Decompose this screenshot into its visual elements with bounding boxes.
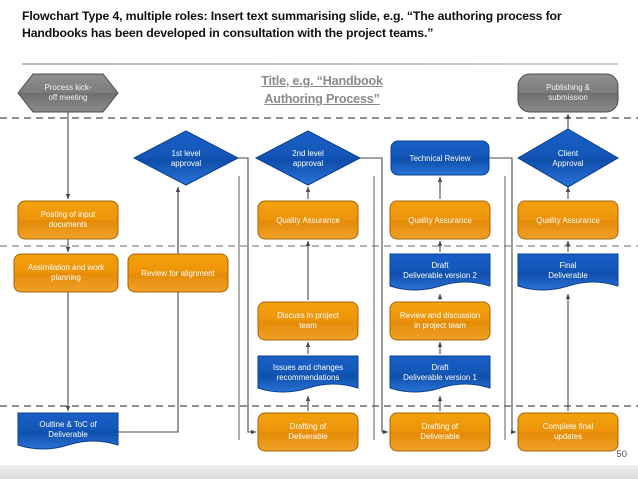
node-quality-assurance-lane3[interactable]: Quality Assurance bbox=[389, 200, 491, 240]
node-process-kickoff[interactable]: Process kick- off meeting bbox=[17, 73, 119, 113]
node-label: 1st level bbox=[172, 149, 201, 158]
node-label: Discuss in project bbox=[277, 311, 340, 320]
connector-outline-to-approval1 bbox=[118, 186, 181, 433]
node-label: Outline & ToC of bbox=[39, 420, 97, 429]
node-label: Posting of input bbox=[41, 210, 96, 219]
footer-band bbox=[0, 465, 638, 479]
node-label: Review and discussion bbox=[400, 311, 480, 320]
node-technical-review[interactable]: Technical Review bbox=[390, 140, 490, 176]
node-label: recommendations bbox=[277, 373, 340, 382]
node-drafting-deliverable-lane3[interactable]: Drafting of Deliverable bbox=[389, 412, 491, 452]
connector-techreview-to-complete bbox=[489, 157, 517, 435]
node-label: Assimilation and work bbox=[28, 263, 104, 272]
node-assimilation-work-planning[interactable]: Assimilation and work planning bbox=[13, 253, 119, 293]
node-label: Drafting of bbox=[290, 422, 327, 431]
node-discuss-project-team[interactable]: Discuss in project team bbox=[257, 301, 359, 341]
node-label: Process kick- bbox=[45, 83, 92, 92]
node-label: Deliverable bbox=[420, 432, 460, 441]
node-posting-input-documents[interactable]: Posting of input documents bbox=[17, 200, 119, 240]
node-label: team bbox=[299, 321, 317, 330]
connector-approval2-to-drafting2 bbox=[360, 157, 389, 435]
node-label: approval bbox=[293, 159, 324, 168]
header-divider bbox=[22, 63, 618, 65]
node-label: planning bbox=[51, 273, 81, 282]
node-label: Complete final bbox=[543, 422, 594, 431]
node-label: 2nd level bbox=[292, 149, 324, 158]
node-label: Client bbox=[558, 149, 579, 158]
node-second-level-approval[interactable]: 2nd level approval bbox=[254, 130, 362, 186]
node-label: Quality Assurance bbox=[276, 216, 340, 225]
node-label: Deliverable bbox=[48, 430, 88, 439]
node-label: Issues and changes bbox=[273, 363, 343, 372]
node-label: Drafting of bbox=[422, 422, 459, 431]
node-publishing-submission[interactable]: Publishing & submission bbox=[517, 73, 619, 113]
node-quality-assurance-lane4[interactable]: Quality Assurance bbox=[517, 200, 619, 240]
connectors bbox=[65, 112, 571, 435]
node-draft-deliverable-v1[interactable]: Draft Deliverable version 1 bbox=[389, 355, 491, 393]
node-label: Review for alignment bbox=[141, 269, 215, 278]
node-label: off meeting bbox=[49, 93, 88, 102]
node-first-level-approval[interactable]: 1st level approval bbox=[132, 130, 240, 186]
node-label: Draft bbox=[431, 363, 449, 372]
node-issues-changes-recommendations[interactable]: Issues and changes recommendations bbox=[257, 355, 359, 393]
node-label: documents bbox=[49, 220, 88, 229]
node-label: in project team bbox=[414, 321, 466, 330]
node-label: Deliverable version 1 bbox=[403, 373, 477, 382]
node-complete-final-updates[interactable]: Complete final updates bbox=[517, 412, 619, 452]
node-label: approval bbox=[171, 159, 202, 168]
node-label: Technical Review bbox=[410, 154, 471, 163]
node-final-deliverable[interactable]: Final Deliverable bbox=[517, 253, 619, 291]
node-label: Draft bbox=[431, 261, 449, 270]
node-label: Approval bbox=[552, 159, 583, 168]
node-drafting-deliverable-lane2[interactable]: Drafting of Deliverable bbox=[257, 412, 359, 452]
node-client-approval[interactable]: Client Approval bbox=[517, 128, 619, 188]
node-label: Publishing & bbox=[546, 83, 591, 92]
connector-approval1-to-drafting1 bbox=[238, 157, 257, 435]
node-label: updates bbox=[554, 432, 582, 441]
page-number: 50 bbox=[616, 449, 627, 460]
node-label: Deliverable version 2 bbox=[403, 271, 477, 280]
node-label: submission bbox=[548, 93, 587, 102]
node-quality-assurance-lane2[interactable]: Quality Assurance bbox=[257, 200, 359, 240]
node-label: Deliverable bbox=[548, 271, 588, 280]
node-review-discussion-project-team[interactable]: Review and discussion in project team bbox=[389, 301, 491, 341]
node-label: Deliverable bbox=[288, 432, 328, 441]
node-outline-toc-deliverable[interactable]: Outline & ToC of Deliverable bbox=[17, 412, 119, 450]
chart-title: Title, e.g. “Handbook Authoring Process” bbox=[261, 74, 383, 107]
node-label: Quality Assurance bbox=[408, 216, 472, 225]
lane-dividers bbox=[0, 117, 638, 440]
slide-headline: Flowchart Type 4, multiple roles: Insert… bbox=[22, 9, 562, 40]
node-label: Final bbox=[559, 261, 576, 270]
node-label: Quality Assurance bbox=[536, 216, 600, 225]
node-draft-deliverable-v2[interactable]: Draft Deliverable version 2 bbox=[389, 253, 491, 291]
node-review-for-alignment[interactable]: Review for alignment bbox=[127, 253, 229, 293]
